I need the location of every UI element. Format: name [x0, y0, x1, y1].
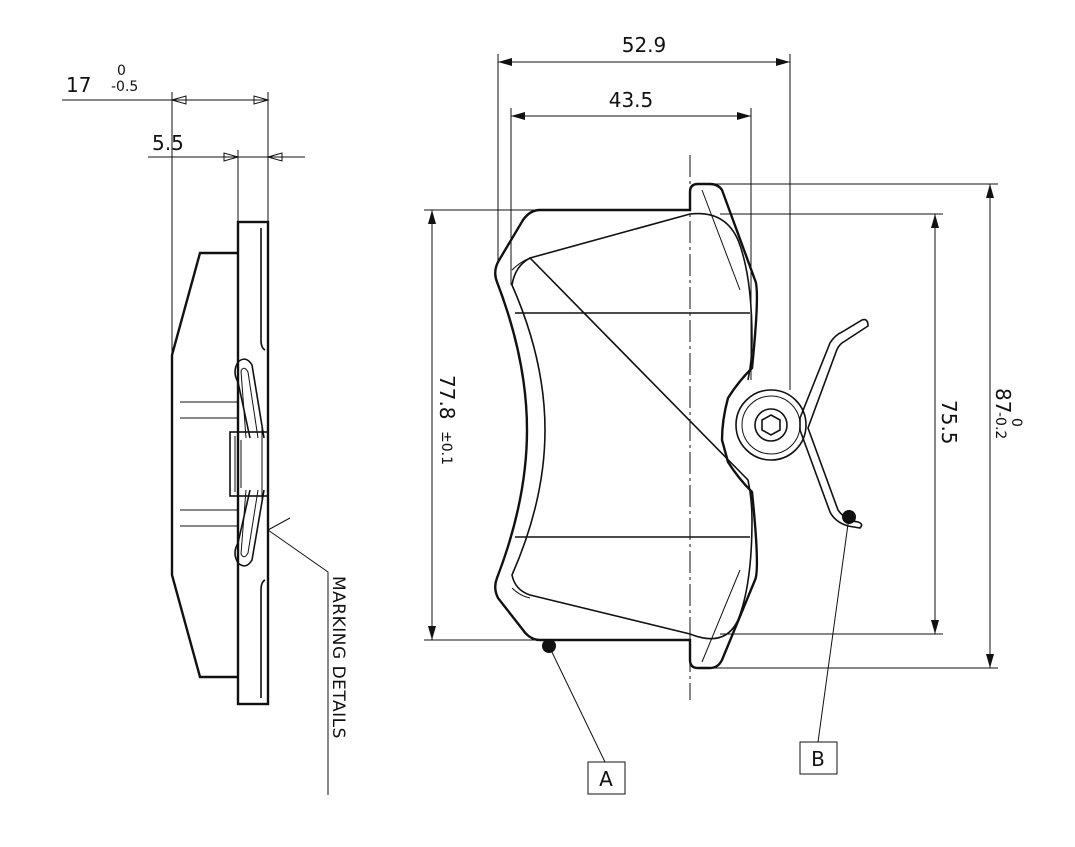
side-friction-block [170, 251, 238, 679]
callout-a-box [587, 761, 626, 795]
arrow-52-9-right [776, 58, 790, 66]
dim-87-tol-upper: 0 [1008, 418, 1024, 427]
arrow-52-9-left [498, 58, 512, 66]
dim-5-5: 5.5 [152, 131, 184, 155]
arrow-43-5-left [511, 112, 525, 120]
callout-a-leader [548, 645, 606, 763]
side-spring-clip-upper [234, 358, 265, 439]
dim-17-tol-upper: 0 [117, 63, 126, 79]
front-view: A B 52.9 43.5 77.8 ±0.1 75.5 [424, 33, 1024, 795]
arrow-77-8-top [428, 210, 436, 224]
dim-17-nominal: 17 [66, 73, 91, 97]
side-plate-inner-line-lower [260, 579, 266, 698]
arrow-17-left [170, 95, 187, 105]
front-pin-boss-inner [741, 395, 801, 455]
callout-b-label: B [811, 747, 825, 771]
side-clip-body [229, 431, 269, 497]
side-view: 17 0 -0.5 5.5 MARKING DETAILS [62, 63, 348, 795]
arrow-75-5-bottom [931, 620, 939, 634]
arrow-43-5-right [737, 112, 751, 120]
dim-87-nominal: 87 [991, 388, 1015, 413]
front-backing-plate [494, 182, 759, 670]
callout-b-leader [817, 516, 850, 743]
arrow-5-5-right [266, 152, 283, 162]
arrow-75-5-top [931, 214, 939, 228]
side-spring-clip-lower-inner [240, 489, 259, 558]
callout-a-label: A [599, 767, 613, 791]
dim-43-5: 43.5 [609, 88, 654, 112]
front-wire-spring [799, 318, 869, 529]
arrow-87-bottom [986, 654, 994, 668]
arrow-77-8-bottom [428, 626, 436, 640]
front-pin-boss [735, 389, 807, 461]
front-ear-chamfer [701, 189, 741, 663]
marking-details-note: MARKING DETAILS [328, 576, 348, 739]
dim-75-5: 75.5 [937, 400, 961, 445]
dim-17-tol-lower: -0.5 [111, 79, 138, 95]
front-pin-head [754, 408, 788, 442]
arrow-17-right [253, 95, 270, 105]
side-backing-plate [236, 220, 270, 706]
dim-87-group: 87 0 -0.2 [991, 388, 1024, 439]
arrow-5-5-left [223, 152, 240, 162]
callout-b-box [799, 741, 838, 775]
side-spring-clip-lower [234, 489, 265, 567]
dim-52-9: 52.9 [622, 33, 667, 57]
dim-87-tol-lower: -0.2 [992, 412, 1008, 439]
marking-leader [267, 517, 329, 795]
side-spring-clip-upper-inner [240, 367, 259, 439]
dim-77-8-group: 77.8 ±0.1 [435, 375, 459, 465]
dim-77-8-tol: ±0.1 [438, 431, 454, 465]
side-plate-inner-line [260, 228, 266, 351]
front-friction-pad [511, 212, 753, 640]
side-clip-body-detail [234, 428, 263, 500]
front-pin-hex [761, 414, 781, 436]
front-pad-inner-edge [511, 257, 531, 599]
dim-77-8-nominal: 77.8 [435, 375, 459, 420]
arrow-87-top [986, 184, 994, 198]
